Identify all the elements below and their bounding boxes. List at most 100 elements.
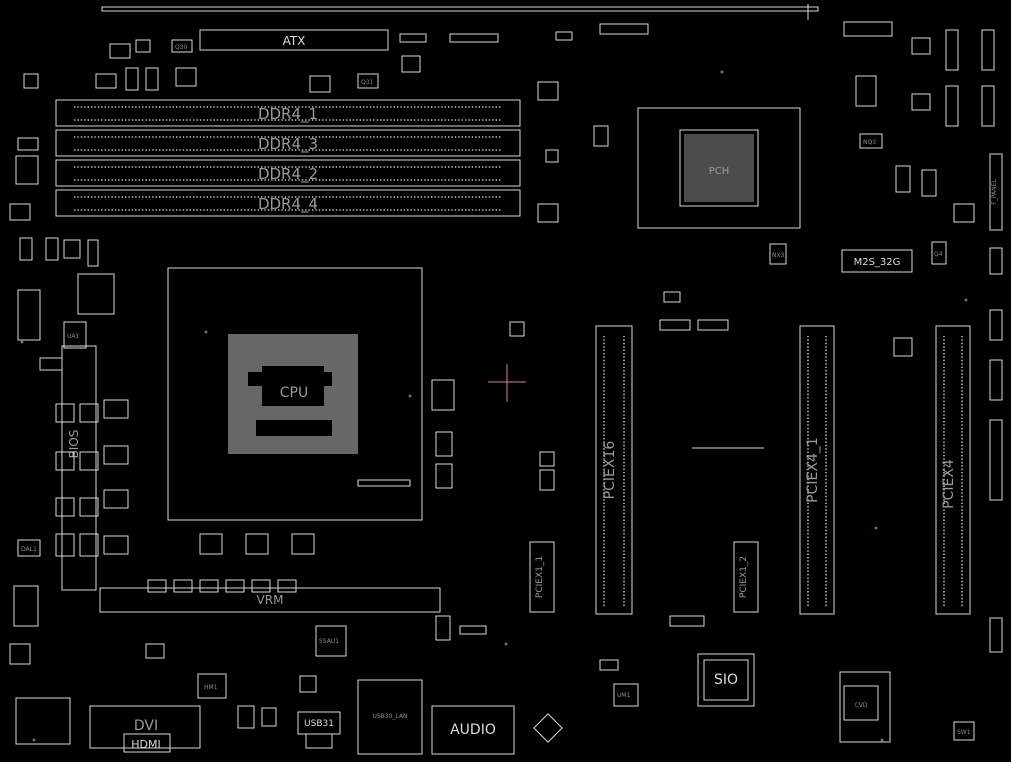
pad-row — [357, 479, 411, 487]
dal1-label: DAL1 — [21, 546, 37, 553]
header — [989, 617, 1003, 653]
part — [309, 75, 331, 93]
part — [545, 149, 559, 163]
mosfet — [225, 579, 245, 593]
mosfet — [103, 445, 129, 465]
pciex16-slot[interactable] — [595, 325, 633, 615]
chip-sw1 — [953, 721, 975, 741]
marker — [20, 340, 24, 344]
ua1-label: UA1 — [67, 333, 79, 340]
part — [895, 165, 911, 193]
header — [989, 309, 1003, 341]
atx-connector[interactable] — [199, 29, 389, 51]
ddr3-label: DDR4_3 — [258, 135, 318, 154]
pch-grid — [684, 134, 754, 202]
ddr4-slot-3[interactable] — [55, 129, 521, 157]
m2s-label: M2S_32G — [854, 257, 901, 268]
part — [95, 73, 117, 89]
cap — [109, 43, 131, 59]
part — [15, 155, 39, 185]
part — [659, 319, 691, 331]
sio-chip[interactable] — [697, 653, 755, 707]
part — [435, 615, 451, 641]
part — [23, 73, 39, 89]
f-panel-label: F_PANEL — [991, 179, 998, 205]
vrm-column — [61, 345, 97, 591]
pch-chip[interactable] — [679, 129, 759, 207]
vrm-label: VRM — [257, 593, 284, 607]
q4-label: Q4 — [934, 251, 943, 258]
pciex4-1-slot[interactable] — [799, 325, 835, 615]
q30-label: Q30 — [175, 44, 188, 51]
audio-label: AUDIO — [450, 722, 496, 738]
pciex4-slot[interactable] — [935, 325, 971, 615]
ssau1-label: SSAU1 — [319, 638, 339, 645]
chip-nx3 — [769, 243, 787, 265]
chip-ua1 — [63, 321, 87, 349]
usb-lower — [305, 733, 333, 749]
chip-um1 — [613, 683, 639, 707]
audio-connector[interactable] — [431, 705, 515, 755]
part — [911, 37, 931, 55]
part — [669, 615, 705, 627]
header — [981, 85, 995, 127]
mosfet — [251, 579, 271, 593]
pciex1-1-slot[interactable] — [529, 541, 555, 613]
marker — [964, 298, 968, 302]
hm1-label: HM1 — [204, 684, 218, 691]
part — [855, 75, 877, 107]
part — [261, 707, 277, 727]
part — [45, 237, 59, 261]
part — [87, 239, 99, 267]
part — [125, 67, 139, 91]
f-panel-header[interactable] — [989, 153, 1003, 231]
crosshair-marker — [488, 364, 526, 402]
ddr4-label: DDR4_4 — [258, 195, 318, 214]
pciex1-2-slot[interactable] — [733, 541, 759, 613]
cvd-label: CVD — [855, 702, 868, 709]
part — [17, 289, 41, 341]
marker — [504, 642, 508, 646]
part — [697, 319, 729, 331]
io-port-left — [15, 697, 71, 745]
hdmi-label: HDMI — [131, 738, 160, 751]
header — [945, 85, 959, 127]
part — [539, 469, 555, 491]
part — [599, 659, 619, 671]
ddr4-slot-2[interactable] — [55, 159, 521, 187]
part — [533, 713, 563, 743]
chip-dal1 — [17, 539, 41, 557]
usb30-lan-label: USB30_LAN — [372, 713, 407, 720]
usb30-lan-connector[interactable] — [357, 679, 423, 755]
ddr4-slot-1[interactable] — [55, 99, 521, 127]
mosfet — [199, 579, 219, 593]
part — [145, 67, 159, 91]
part — [911, 93, 931, 111]
cap — [135, 39, 151, 53]
part — [63, 239, 81, 259]
part — [19, 237, 33, 261]
part — [555, 31, 573, 41]
mosfet — [103, 399, 129, 419]
choke — [55, 403, 75, 423]
hdmi-connector[interactable] — [123, 733, 171, 753]
m2s-connector[interactable] — [841, 249, 913, 273]
part — [435, 431, 453, 457]
sw1-label: SW1 — [957, 729, 971, 736]
pciex4-label: PCIEX4 — [941, 459, 957, 509]
cap — [245, 533, 269, 555]
q31-label: Q31 — [361, 79, 374, 86]
ddr4-slot-4[interactable] — [55, 189, 521, 217]
cpu-socket[interactable] — [167, 267, 423, 521]
part — [953, 203, 975, 223]
choke — [79, 403, 99, 423]
part — [299, 675, 317, 693]
dvi-connector[interactable] — [89, 705, 201, 749]
part — [537, 203, 559, 223]
nx3-label: NX3 — [772, 252, 785, 259]
led-bank — [599, 23, 649, 35]
part — [237, 705, 255, 729]
part — [145, 643, 165, 659]
pciex1-2-label: PCIEX1_2 — [739, 556, 749, 598]
